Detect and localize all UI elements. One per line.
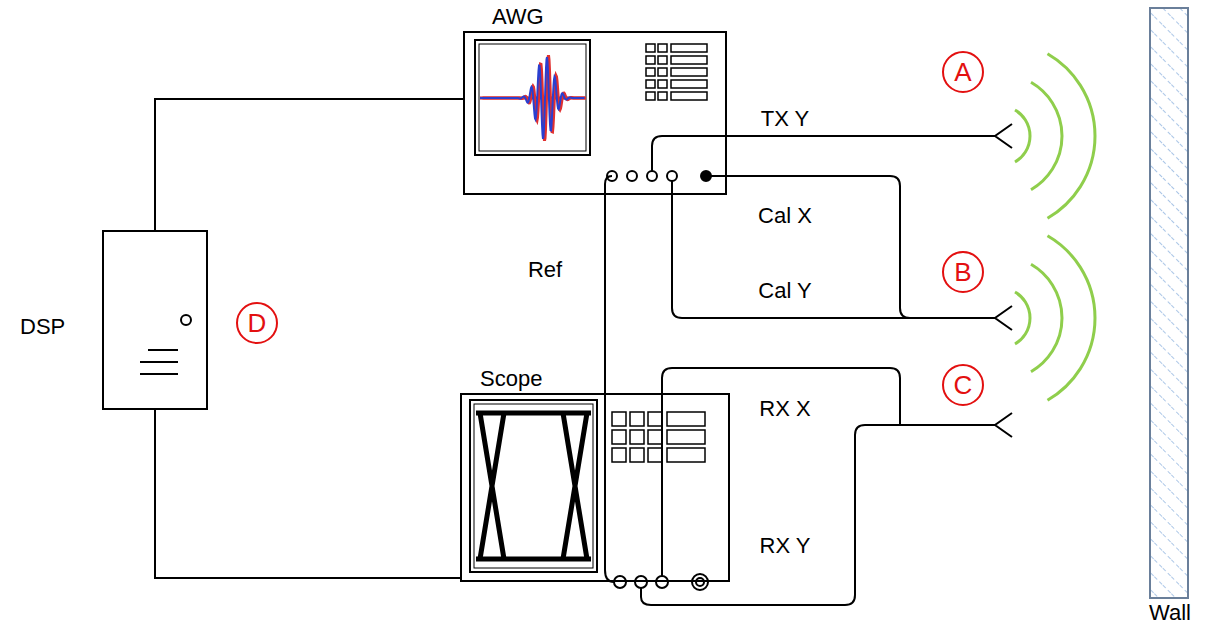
wall <box>1150 8 1188 598</box>
cable <box>155 410 460 578</box>
callout-letter: C <box>942 364 984 406</box>
cable-label: Ref <box>528 257 562 282</box>
keypad <box>671 44 707 52</box>
scope-screen <box>474 404 593 568</box>
signal-label: Cal X <box>758 203 812 228</box>
ports <box>701 171 711 181</box>
dsp-decoration <box>140 350 178 374</box>
cables <box>605 136 995 605</box>
keypad <box>648 448 662 462</box>
instrument-box: AWG <box>463 31 727 195</box>
ports <box>607 171 711 590</box>
signal-label: Cal Y <box>758 278 811 303</box>
keypad <box>612 430 626 444</box>
keypad <box>671 92 707 100</box>
keypad <box>658 92 667 100</box>
keypad <box>658 44 667 52</box>
ports <box>627 171 637 181</box>
ports <box>696 578 704 586</box>
keypad <box>671 68 707 76</box>
radio-waves <box>1048 54 1095 219</box>
keypad <box>646 56 655 64</box>
cables <box>672 181 995 318</box>
scope-screen <box>470 400 597 572</box>
awg-screen <box>479 44 586 151</box>
cables <box>662 368 995 576</box>
keypad <box>648 412 662 426</box>
signal-label: TX Y <box>761 106 810 131</box>
keypad <box>630 412 644 426</box>
ports <box>614 576 626 588</box>
eye-diagram <box>480 413 504 559</box>
keypad <box>646 68 655 76</box>
keypad <box>646 80 655 88</box>
dsp-decoration <box>181 315 191 325</box>
radio-waves <box>1015 292 1030 344</box>
antenna <box>995 124 1012 437</box>
cables <box>711 176 995 318</box>
server-box: DSP <box>102 230 208 410</box>
signal-label: RX Y <box>760 533 811 558</box>
radio-waves <box>1031 264 1062 371</box>
callout-letter: A <box>942 51 984 93</box>
radio-waves <box>1015 54 1095 401</box>
ports <box>656 576 668 588</box>
keypad <box>646 44 655 52</box>
keypad <box>630 448 644 462</box>
scope-screen <box>470 400 597 572</box>
ports <box>647 171 657 181</box>
keypad <box>646 92 655 100</box>
radio-waves <box>1031 82 1062 189</box>
awg-screen <box>475 40 590 155</box>
box-heading: DSP <box>20 314 65 339</box>
radio-waves <box>1048 236 1095 401</box>
cable <box>604 195 606 393</box>
wall <box>1150 8 1188 598</box>
ports <box>635 576 647 588</box>
antenna <box>995 413 1012 437</box>
callout-letter: B <box>942 251 984 293</box>
keypad <box>667 430 705 444</box>
signal-label: Wall <box>1149 600 1191 625</box>
box-heading: Scope <box>480 366 542 391</box>
keypad <box>667 448 705 462</box>
keypad <box>612 412 626 426</box>
antenna <box>995 306 1012 330</box>
cables <box>605 393 614 582</box>
keypad <box>612 448 626 462</box>
signal-label: RX X <box>759 396 810 421</box>
box-heading: AWG <box>492 4 544 29</box>
awg-screen <box>481 57 585 139</box>
keypad <box>630 430 644 444</box>
awg-screen <box>475 40 590 155</box>
eye-diagram <box>563 413 587 559</box>
eye-diagram <box>476 413 591 559</box>
ports <box>692 574 708 590</box>
cable <box>155 99 463 230</box>
cables <box>652 136 995 171</box>
keypad <box>671 80 707 88</box>
antenna <box>995 124 1012 148</box>
keypad <box>658 68 667 76</box>
keypad <box>612 44 707 462</box>
callout-letter: D <box>236 302 278 344</box>
keypad <box>648 430 662 444</box>
keypad <box>667 412 705 426</box>
instrument-box: Scope <box>460 393 730 582</box>
keypad <box>658 80 667 88</box>
cables <box>605 176 612 195</box>
cables <box>641 425 900 605</box>
ports <box>667 171 677 181</box>
dsp-decoration <box>140 315 191 374</box>
keypad <box>658 56 667 64</box>
eye-diagram <box>476 413 591 559</box>
radio-waves <box>1015 110 1030 162</box>
keypad <box>671 56 707 64</box>
